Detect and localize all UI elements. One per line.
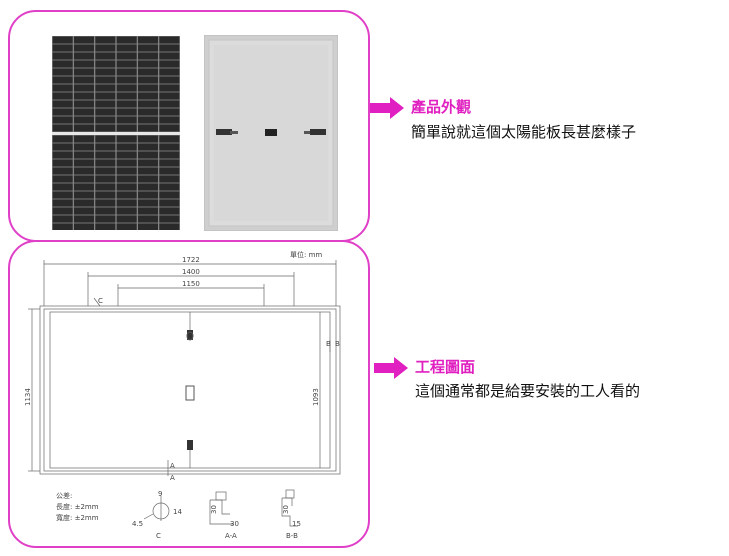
detail-c-14: 14: [173, 508, 182, 516]
section-b-marker-1: B: [326, 340, 331, 348]
detail-bb-15: 15: [292, 520, 301, 528]
dimension-1722: 1722: [182, 256, 200, 264]
dimension-1150: 1150: [182, 280, 200, 288]
section-a-marker-2: A: [170, 474, 175, 482]
dimension-1400: 1400: [182, 268, 200, 276]
tolerance-width: 寬度: ±2mm: [56, 513, 99, 522]
panel-back-image: [204, 35, 338, 231]
arrow-right-icon: [374, 357, 408, 379]
section-b-marker-2: B: [335, 340, 340, 348]
engineering-description: 這個通常都是給要安裝的工人看的: [415, 382, 641, 400]
appearance-title: 產品外觀: [411, 98, 472, 116]
section-a-marker-1: A: [170, 462, 175, 470]
engineering-title: 工程圖面: [415, 358, 476, 376]
detail-aa-30v: 30: [210, 505, 218, 514]
detail-aa-30h: 30: [230, 520, 239, 528]
tolerance-length: 長度: ±2mm: [56, 502, 99, 511]
detail-c-label: C: [156, 532, 161, 540]
engineering-drawing: 單位: mm 1722 1400 1150 C 1134 1093 B B A …: [24, 250, 341, 540]
detail-bb-30: 30: [282, 505, 290, 514]
tolerance-title: 公差:: [56, 491, 72, 500]
detail-bb-label: B-B: [286, 532, 298, 540]
panel-front-image: [52, 36, 180, 230]
engineering-frame: [8, 240, 370, 548]
detail-c-9: 9: [158, 490, 162, 498]
unit-label: 單位: mm: [290, 250, 322, 259]
detail-c-45: 4.5: [132, 520, 143, 528]
dimension-1134: 1134: [24, 388, 32, 406]
dimension-1093: 1093: [312, 388, 320, 406]
appearance-description: 簡單說就這個太陽能板長甚麼樣子: [411, 123, 637, 141]
detail-c-marker: C: [98, 297, 103, 305]
arrow-right-icon: [370, 97, 404, 119]
detail-aa-label: A-A: [225, 532, 237, 540]
